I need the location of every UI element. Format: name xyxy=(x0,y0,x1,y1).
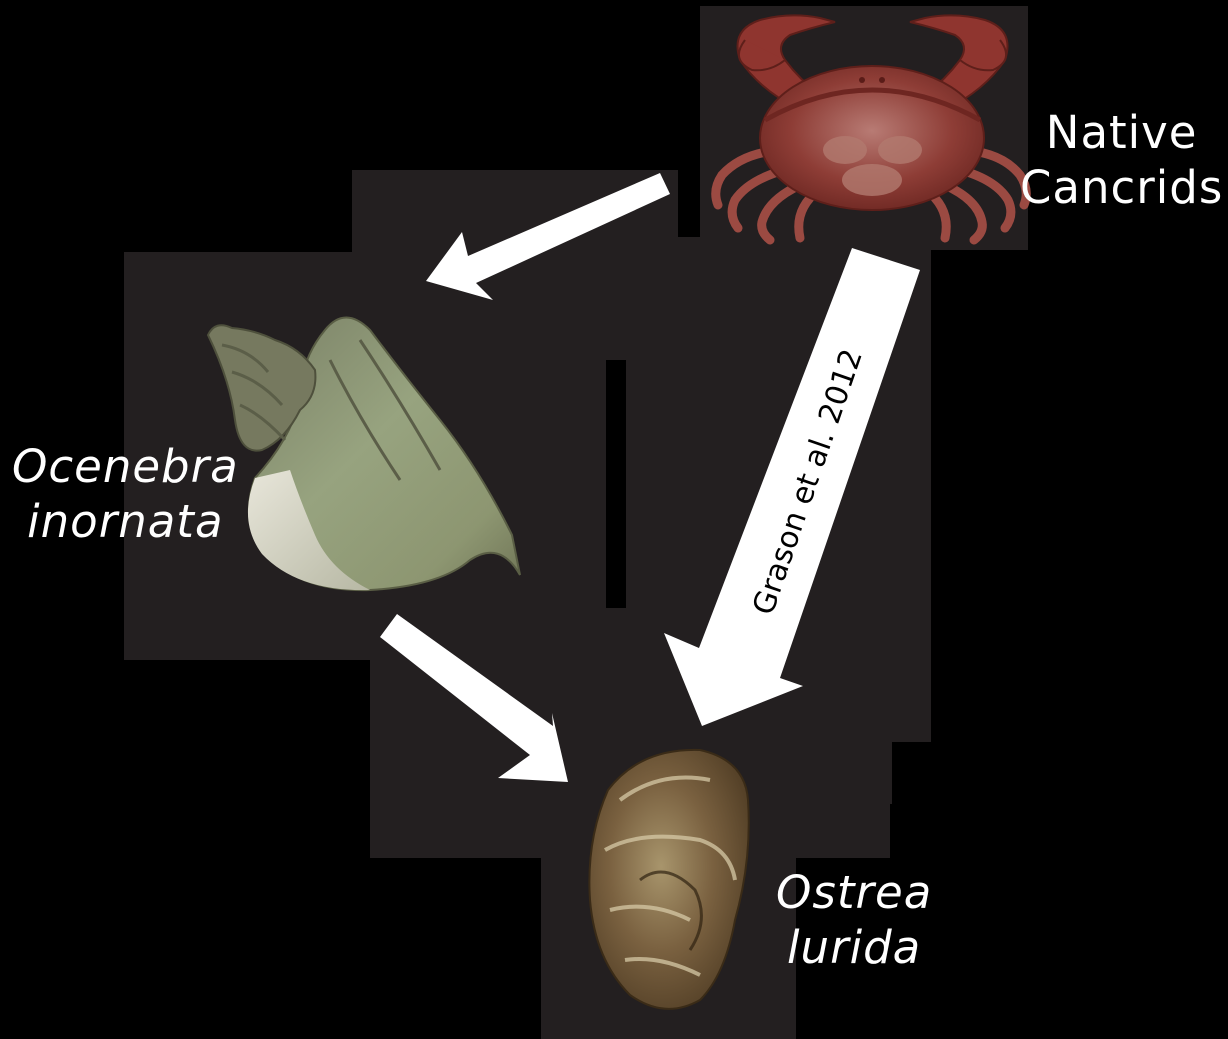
label-native-cancrids: Native Cancrids xyxy=(1020,106,1223,216)
label-ostrea-line1: Ostrea xyxy=(776,866,932,921)
label-ocenebra-line1: Ocenebra xyxy=(12,440,239,495)
divider-bar xyxy=(606,360,626,608)
label-native-cancrids-line1: Native xyxy=(1020,106,1223,161)
label-ocenebra-inornata: Ocenebra inornata xyxy=(12,440,239,550)
label-ostrea-line2: lurida xyxy=(776,921,932,976)
label-ostrea-lurida: Ostrea lurida xyxy=(776,866,932,976)
label-native-cancrids-line2: Cancrids xyxy=(1020,161,1223,216)
label-ocenebra-line2: inornata xyxy=(12,495,239,550)
panel-right-step xyxy=(878,742,892,804)
